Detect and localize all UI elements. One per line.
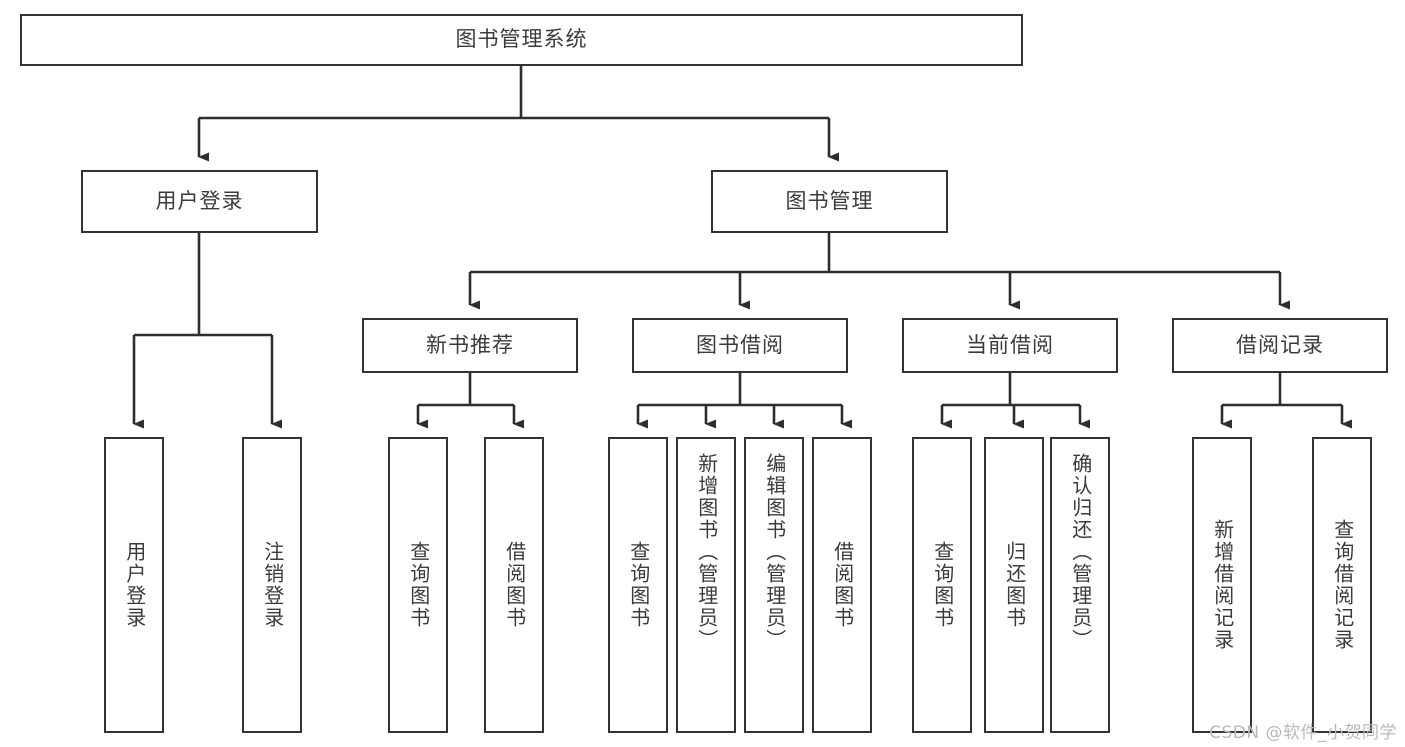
node-book-borrow[interactable]: 图书借阅 xyxy=(632,318,848,373)
node-leaf-add-book[interactable]: 新增图书（管理员） xyxy=(676,437,736,733)
node-leaf-edit-book[interactable]: 编辑图书（管理员） xyxy=(744,437,804,733)
node-leaf-logout-label: 注销登录 xyxy=(260,541,285,629)
csdn-watermark: CSDN @软件_小贺同学 xyxy=(1209,723,1397,743)
node-current-borrow-label: 当前借阅 xyxy=(966,332,1054,357)
node-current-borrow[interactable]: 当前借阅 xyxy=(902,318,1118,373)
node-new-book-recommend-label: 新书推荐 xyxy=(426,332,514,357)
node-leaf-borrow-book-recommend[interactable]: 借阅图书 xyxy=(484,437,544,733)
node-leaf-return-book-label: 归还图书 xyxy=(1002,541,1027,629)
node-root-label: 图书管理系统 xyxy=(455,27,588,52)
node-leaf-query-book-recommend-label: 查询图书 xyxy=(406,541,431,629)
node-borrow-record[interactable]: 借阅记录 xyxy=(1172,318,1388,373)
node-leaf-confirm-return-label: 确认归还（管理员） xyxy=(1068,453,1093,651)
node-leaf-borrow-book[interactable]: 借阅图书 xyxy=(812,437,872,733)
node-leaf-query-borrow-record[interactable]: 查询借阅记录 xyxy=(1312,437,1372,733)
node-leaf-user-login[interactable]: 用户登录 xyxy=(104,437,164,733)
node-borrow-record-label: 借阅记录 xyxy=(1236,332,1324,357)
node-leaf-query-borrow-record-label: 查询借阅记录 xyxy=(1330,519,1355,651)
node-new-book-recommend[interactable]: 新书推荐 xyxy=(362,318,578,373)
node-leaf-add-book-label: 新增图书（管理员） xyxy=(694,453,719,651)
node-leaf-query-book-current[interactable]: 查询图书 xyxy=(912,437,972,733)
node-leaf-add-borrow-record[interactable]: 新增借阅记录 xyxy=(1192,437,1252,733)
node-leaf-logout[interactable]: 注销登录 xyxy=(242,437,302,733)
node-leaf-query-book-borrow[interactable]: 查询图书 xyxy=(608,437,668,733)
node-leaf-borrow-book-label: 借阅图书 xyxy=(830,541,855,629)
node-user-login-label: 用户登录 xyxy=(155,188,244,213)
node-root[interactable]: 图书管理系统 xyxy=(20,14,1023,66)
node-leaf-query-book-recommend[interactable]: 查询图书 xyxy=(388,437,448,733)
node-user-login[interactable]: 用户登录 xyxy=(81,170,318,233)
node-leaf-user-login-label: 用户登录 xyxy=(122,541,147,629)
node-leaf-borrow-book-recommend-label: 借阅图书 xyxy=(502,541,527,629)
node-leaf-confirm-return[interactable]: 确认归还（管理员） xyxy=(1050,437,1110,733)
node-book-borrow-label: 图书借阅 xyxy=(696,332,784,357)
node-leaf-return-book[interactable]: 归还图书 xyxy=(984,437,1044,733)
node-book-management-label: 图书管理 xyxy=(785,188,874,213)
node-leaf-query-book-borrow-label: 查询图书 xyxy=(626,541,651,629)
node-book-management[interactable]: 图书管理 xyxy=(711,170,948,233)
node-leaf-query-book-current-label: 查询图书 xyxy=(930,541,955,629)
node-leaf-edit-book-label: 编辑图书（管理员） xyxy=(762,453,787,651)
node-leaf-add-borrow-record-label: 新增借阅记录 xyxy=(1210,519,1235,651)
